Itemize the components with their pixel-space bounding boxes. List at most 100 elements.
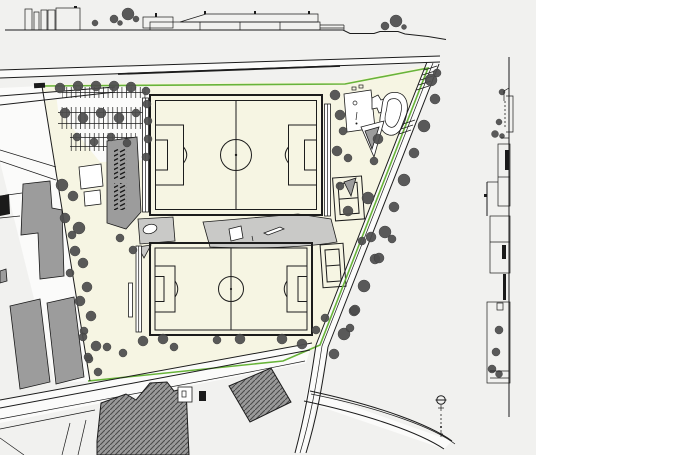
tree-symbol [83, 352, 93, 362]
tree-symbol [487, 364, 497, 374]
tree-symbol [328, 348, 340, 360]
tree-symbol [357, 279, 371, 293]
tree-symbol [69, 245, 81, 257]
top-elevation-section [5, 6, 447, 40]
tree-symbol [311, 325, 321, 335]
tree-symbol [357, 236, 367, 246]
tree-symbol [372, 133, 384, 145]
tree-symbol [77, 112, 89, 124]
tree-symbol [115, 233, 125, 243]
plaza-inset [228, 225, 244, 242]
tree-symbol [109, 14, 119, 24]
crosswalk-hatching [398, 65, 438, 135]
stairs [114, 149, 127, 179]
tree-symbol [349, 304, 361, 316]
building-edge [0, 268, 8, 284]
tree-symbol [296, 338, 308, 350]
loop-path-inner [384, 98, 402, 128]
tree-symbol [67, 190, 79, 202]
tree-symbol [388, 201, 400, 213]
tree-symbol [121, 7, 135, 21]
tree-symbol [499, 133, 505, 139]
tree-symbol [142, 99, 152, 109]
tree-symbol [338, 126, 348, 136]
tree-symbol [234, 333, 246, 345]
stairs [114, 183, 127, 210]
tree-symbol [125, 81, 137, 93]
goal-area [155, 139, 168, 171]
small-structure [78, 163, 104, 190]
tree-symbol [389, 14, 403, 28]
tree-symbol [432, 68, 442, 78]
tree-symbol [122, 138, 132, 148]
tree-symbol [143, 116, 153, 126]
stand-strip [128, 282, 133, 318]
trees-layer [54, 7, 506, 378]
tree-symbol [143, 134, 153, 144]
tree-symbol [54, 82, 66, 94]
tree-symbol [380, 21, 390, 31]
small-block [199, 391, 206, 401]
tree-symbol [345, 323, 355, 333]
tree-symbol [90, 340, 102, 352]
tree-symbol [276, 333, 288, 345]
pitch-boundary [149, 242, 313, 336]
tree-symbol [329, 89, 341, 101]
tree-symbol [331, 145, 343, 157]
tree-symbol [342, 205, 354, 217]
tree-symbol [78, 332, 88, 342]
tree-symbol [417, 119, 431, 133]
tree-symbol [59, 212, 71, 224]
tree-symbol [494, 325, 504, 335]
building-strip [46, 296, 85, 385]
hatched-buildings [96, 367, 292, 455]
tree-symbol [361, 191, 375, 205]
tree-symbol [67, 230, 77, 240]
tree-symbol [373, 252, 385, 264]
tree-symbol [495, 370, 503, 378]
tree-symbol [85, 310, 97, 322]
plaza-west-block [137, 216, 176, 245]
tree-symbol [491, 130, 499, 138]
tree-symbol [93, 367, 103, 377]
tree-symbol [343, 153, 353, 163]
tree-symbol [118, 348, 128, 358]
tree-symbol [369, 156, 379, 166]
pitch-boundary [149, 94, 323, 216]
tree-symbol [335, 181, 345, 191]
plaza-oval [142, 223, 158, 235]
tree-symbol [397, 173, 411, 187]
tree-symbol [106, 132, 116, 142]
tree-symbol [408, 147, 420, 159]
building-edge-dark [0, 194, 10, 216]
tree-symbol [141, 152, 151, 162]
tree-symbol [113, 112, 125, 124]
building-strip [9, 298, 51, 390]
tree-symbol [95, 107, 107, 119]
plaza [137, 213, 338, 259]
tree-symbol [90, 80, 102, 92]
building-l-shape [20, 180, 65, 280]
bus-stop-block [33, 82, 46, 89]
plaza-inset [263, 226, 285, 236]
tree-symbol [137, 335, 149, 347]
tree-symbol [378, 225, 392, 239]
street-north [0, 56, 440, 78]
tree-symbol [59, 107, 71, 119]
tree-symbol [131, 108, 141, 118]
tree-symbol [132, 15, 140, 23]
small-house [177, 386, 193, 403]
tree-symbol [387, 234, 397, 244]
tree-symbol [157, 333, 169, 345]
goal-area [297, 276, 308, 302]
goal-area [154, 276, 165, 302]
tree-symbol [74, 295, 86, 307]
tree-symbol [89, 137, 99, 147]
tree-symbol [491, 347, 501, 357]
tree-symbol [81, 281, 93, 293]
tree-symbol [72, 221, 86, 235]
tree-symbol [128, 245, 138, 255]
building-hatched-southeast [228, 367, 292, 423]
tree-symbol [401, 24, 407, 30]
